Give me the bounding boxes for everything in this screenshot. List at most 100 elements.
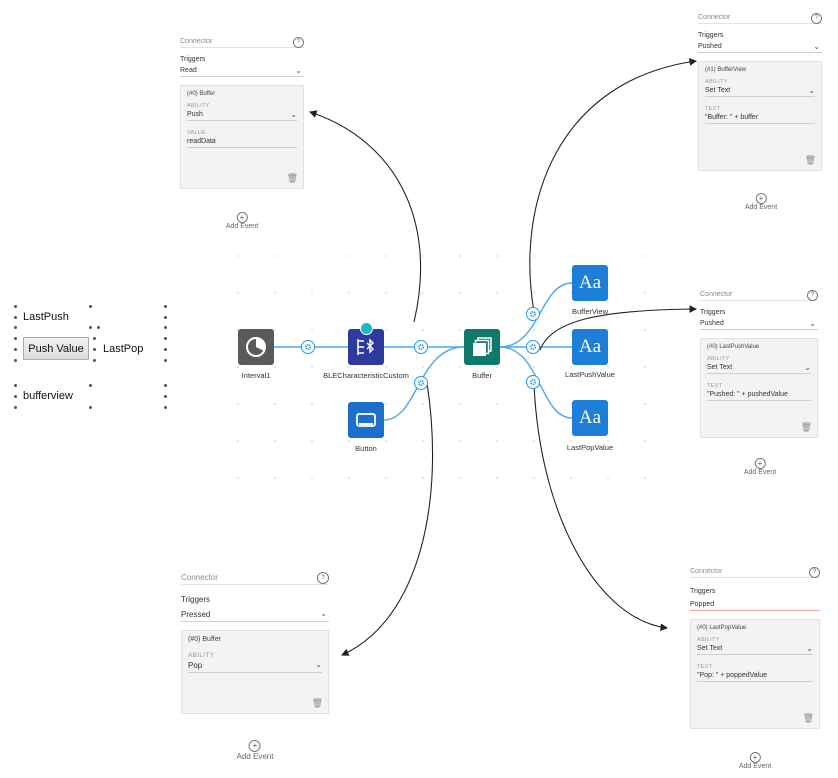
selection-handle[interactable]: [89, 406, 92, 409]
selection-handle[interactable]: [164, 337, 167, 340]
text-input[interactable]: "Pop: " + poppedValue: [697, 672, 813, 682]
add-event-button[interactable]: + Add Event: [738, 752, 772, 770]
ability-select[interactable]: Set Text⌄: [707, 363, 811, 374]
bufferview-node-label: BufferView: [572, 307, 608, 316]
grid-dot: [496, 255, 498, 257]
last-push-label[interactable]: LastPush: [23, 311, 69, 323]
lastpopvalue-node[interactable]: Aa: [572, 400, 608, 436]
connector-gear-icon[interactable]: [414, 376, 428, 390]
trash-icon[interactable]: 🗑: [286, 173, 298, 183]
plus-icon: +: [754, 458, 766, 469]
chevron-down-icon: ⌄: [813, 42, 820, 51]
event-target: (#0) Buffer: [188, 636, 221, 643]
selection-handle[interactable]: [14, 359, 17, 362]
event-card: (#0) Buffer ABILITY Push⌄ VALUE readData…: [180, 85, 304, 189]
text-label-icon: Aa: [578, 407, 602, 428]
ability-select[interactable]: Push⌄: [187, 110, 297, 121]
help-icon[interactable]: ?: [811, 13, 822, 24]
grid-dot: [496, 366, 498, 368]
grid-dot: [533, 403, 535, 405]
connector-gear-icon[interactable]: [414, 340, 428, 354]
add-event-button[interactable]: + Add Event: [236, 740, 274, 761]
trash-icon[interactable]: 🗑: [311, 698, 323, 708]
selection-handle[interactable]: [164, 359, 167, 362]
selection-handle[interactable]: [164, 316, 167, 319]
trash-icon[interactable]: 🗑: [800, 422, 812, 432]
buffer-node[interactable]: [464, 329, 500, 365]
connector-gear-icon[interactable]: [526, 307, 540, 321]
selection-handle[interactable]: [14, 326, 17, 329]
connector-panel-popped: Connector ? Triggers Popped (#0) LastPop…: [690, 567, 820, 729]
interval-node[interactable]: [238, 329, 274, 365]
connector-header: Connector: [690, 568, 723, 575]
trigger-select[interactable]: Pushed⌄: [698, 42, 822, 53]
selection-handle[interactable]: [164, 326, 167, 329]
text-label: TEXT: [697, 664, 713, 670]
selection-handle[interactable]: [93, 359, 96, 362]
selection-handle[interactable]: [164, 395, 167, 398]
selection-handle[interactable]: [14, 395, 17, 398]
ability-select[interactable]: Pop⌄: [188, 660, 322, 673]
grid-dot: [570, 477, 572, 479]
selection-handle[interactable]: [14, 348, 17, 351]
grid-dot: [496, 440, 498, 442]
trigger-select[interactable]: Pushed⌄: [700, 319, 818, 330]
grid-dot: [348, 292, 350, 294]
text-input[interactable]: "Pushed: " + pushedValue: [707, 391, 811, 401]
bufferview-node[interactable]: Aa: [572, 265, 608, 301]
bufferview-label[interactable]: bufferview: [23, 390, 73, 402]
selection-handle[interactable]: [164, 305, 167, 308]
selection-handle[interactable]: [14, 384, 17, 387]
selection-handle[interactable]: [97, 326, 100, 329]
selection-handle[interactable]: [164, 384, 167, 387]
trigger-select[interactable]: Read⌄: [180, 66, 304, 77]
selection-handle[interactable]: [93, 337, 96, 340]
selection-handle[interactable]: [93, 348, 96, 351]
grid-dot: [385, 329, 387, 331]
add-event-button[interactable]: + Add Event: [743, 458, 777, 476]
help-icon[interactable]: ?: [317, 572, 329, 584]
help-icon[interactable]: ?: [809, 567, 820, 578]
connector-gear-icon[interactable]: [526, 340, 540, 354]
button-node[interactable]: [348, 402, 384, 438]
last-pop-label[interactable]: LastPop: [103, 343, 144, 355]
grid-dot: [385, 440, 387, 442]
connector-gear-icon[interactable]: [301, 340, 315, 354]
grid-dot: [459, 329, 461, 331]
add-event-button[interactable]: + Add Event: [744, 193, 778, 211]
plus-icon: +: [248, 740, 261, 752]
ability-select[interactable]: Set Text⌄: [697, 644, 813, 655]
selection-handle[interactable]: [164, 406, 167, 409]
lastpushvalue-node-label: LastPushValue: [565, 370, 615, 379]
help-icon[interactable]: ?: [807, 290, 818, 301]
selection-handle[interactable]: [89, 305, 92, 308]
selection-handle[interactable]: [89, 326, 92, 329]
trigger-select[interactable]: Pressed⌄: [181, 609, 329, 622]
selection-handle[interactable]: [14, 316, 17, 319]
selection-handle[interactable]: [164, 348, 167, 351]
selection-handle[interactable]: [14, 305, 17, 308]
ble-node[interactable]: [348, 329, 384, 365]
chevron-down-icon: ⌄: [295, 66, 302, 75]
connector-gear-icon[interactable]: [526, 375, 540, 389]
trigger-input[interactable]: Popped: [690, 601, 820, 611]
push-value-button[interactable]: Push Value: [23, 337, 89, 360]
grid-dot: [348, 477, 350, 479]
grid-dot: [274, 477, 276, 479]
text-input[interactable]: "Buffer: " + buffer: [705, 114, 815, 124]
chevron-down-icon: ⌄: [808, 86, 815, 95]
connector-panel-pushed-bufferview: Connector ? Triggers Pushed⌄ (#1) Buffer…: [698, 13, 822, 171]
selection-handle[interactable]: [14, 337, 17, 340]
trash-icon[interactable]: 🗑: [802, 713, 814, 723]
grid-dot: [237, 366, 239, 368]
add-event-button[interactable]: + Add Event: [225, 212, 259, 230]
grid-dot: [274, 329, 276, 331]
help-icon[interactable]: ?: [293, 37, 304, 48]
selection-handle[interactable]: [89, 384, 92, 387]
value-input[interactable]: readData: [187, 138, 297, 148]
trash-icon[interactable]: 🗑: [804, 155, 816, 165]
grid-dot: [311, 403, 313, 405]
selection-handle[interactable]: [14, 406, 17, 409]
ability-select[interactable]: Set Text⌄: [705, 86, 815, 97]
lastpushvalue-node[interactable]: Aa: [572, 329, 608, 365]
